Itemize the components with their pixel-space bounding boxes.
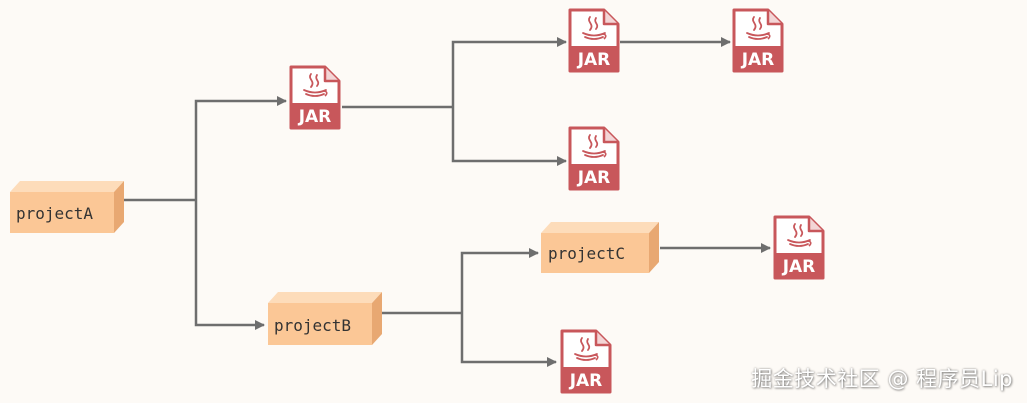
jar-icon-5: JAR bbox=[773, 215, 825, 280]
jar-icon-6: JAR bbox=[560, 329, 612, 394]
project-label-projectB: projectB bbox=[274, 316, 351, 335]
edge-projectA-to-jar1 bbox=[194, 96, 287, 200]
jar-label-2: JAR bbox=[577, 50, 611, 70]
jar-icon-3: JAR bbox=[732, 8, 784, 73]
project-label-projectA: projectA bbox=[16, 204, 93, 223]
project-box-projectC: projectC bbox=[541, 222, 659, 273]
jar-label-5: JAR bbox=[782, 257, 816, 277]
jar-label-1: JAR bbox=[298, 107, 332, 127]
jar-label-6: JAR bbox=[569, 371, 603, 391]
project-box-projectA: projectA bbox=[10, 181, 124, 233]
project-label-projectC: projectC bbox=[548, 244, 625, 263]
jar-icon-4: JAR bbox=[568, 126, 620, 191]
jar-label-4: JAR bbox=[577, 168, 611, 188]
watermark-text: 掘金技术社区 @ 程序员Lip bbox=[751, 367, 1013, 391]
project-box-projectB: projectB bbox=[268, 292, 382, 345]
edge-projectB-to-projectC bbox=[460, 248, 539, 313]
jar-icon-2: JAR bbox=[568, 8, 620, 73]
edge-projectB-to-jar6 bbox=[460, 313, 557, 367]
jar-icon-1: JAR bbox=[289, 65, 341, 130]
edge-projectA-to-projectB bbox=[194, 200, 265, 330]
edge-jar1-to-jar4 bbox=[451, 107, 567, 166]
jar-label-3: JAR bbox=[741, 50, 775, 70]
edge-jar1-to-jar2 bbox=[451, 37, 567, 107]
